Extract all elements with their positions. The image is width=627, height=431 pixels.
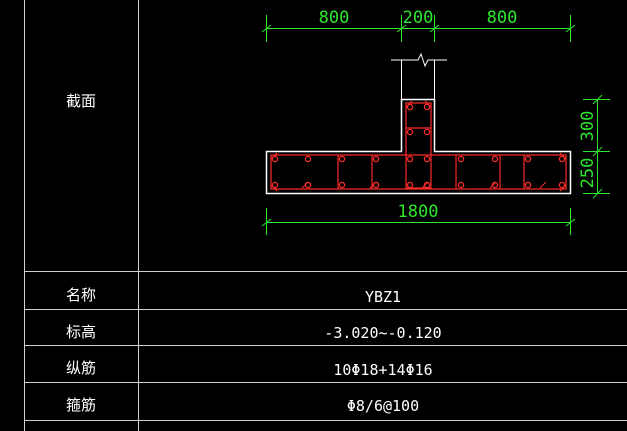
row-value-longitudinal-rebar: 10Φ18+14Φ16 (333, 361, 432, 379)
row-value-stirrup: Φ8/6@100 (347, 397, 419, 415)
top-dimension (261, 15, 576, 42)
section-label: 截面 (66, 92, 96, 110)
dim-top-right: 800 (487, 8, 518, 28)
row-label-stirrup: 箍筋 (66, 396, 96, 414)
dim-bottom: 1800 (398, 202, 439, 222)
column-break (391, 52, 447, 99)
section-outline (265, 98, 572, 195)
dim-right-top: 300 (578, 111, 598, 142)
stirrups (270, 100, 567, 192)
dim-right-bottom: 250 (578, 158, 598, 189)
row-label-name: 名称 (66, 286, 96, 304)
rebar-bars (271, 103, 566, 189)
row-value-name: YBZ1 (365, 288, 401, 306)
right-dimension (583, 94, 610, 199)
table-grid (24, 0, 627, 431)
hook-marks (301, 181, 547, 189)
row-label-longitudinal-rebar: 纵筋 (66, 359, 96, 377)
dim-top-middle: 200 (403, 8, 434, 28)
row-value-elevation: -3.020~-0.120 (324, 324, 441, 342)
bottom-dimension (261, 208, 576, 235)
dim-top-left: 800 (319, 8, 350, 28)
row-label-elevation: 标高 (66, 323, 96, 341)
